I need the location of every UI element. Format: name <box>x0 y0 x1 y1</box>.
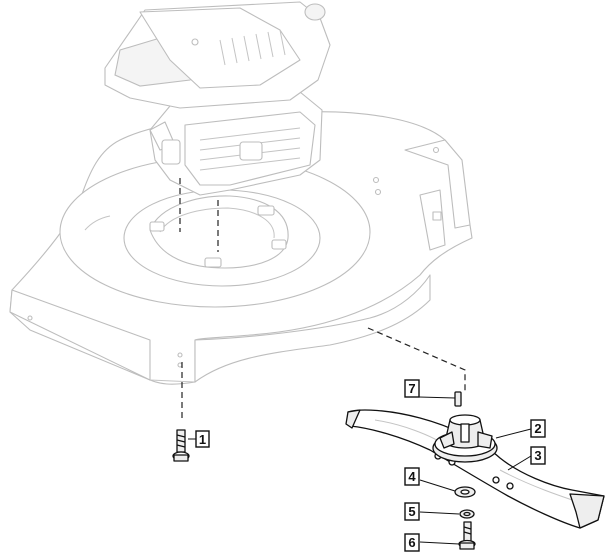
callout-5: 5 <box>404 502 420 521</box>
deck-bolt-part <box>172 429 190 462</box>
leader-lines <box>188 396 532 545</box>
callout-label-7: 7 <box>408 381 415 396</box>
spring-washer-part <box>459 509 475 519</box>
callout-1: 1 <box>195 430 210 448</box>
blade-hub-part <box>432 414 498 463</box>
callout-3: 3 <box>530 446 546 465</box>
callout-label-2: 2 <box>534 421 541 436</box>
callout-7: 7 <box>404 379 420 398</box>
callout-label-6: 6 <box>408 535 415 550</box>
callout-label-4: 4 <box>408 469 416 484</box>
engine-ghost <box>104 1 331 196</box>
callout-4: 4 <box>404 467 420 486</box>
callout-label-3: 3 <box>534 448 541 463</box>
blade-bolt-part <box>458 521 476 550</box>
mower-deck-ghost <box>9 111 473 385</box>
mulching-blade-part <box>345 409 605 529</box>
washer-part <box>454 486 476 498</box>
key-part <box>454 391 462 407</box>
callout-label-5: 5 <box>408 504 415 519</box>
callout-2: 2 <box>530 419 546 438</box>
callout-6: 6 <box>404 533 420 552</box>
callout-label-1: 1 <box>199 432 206 447</box>
assembly-lines <box>179 178 466 420</box>
